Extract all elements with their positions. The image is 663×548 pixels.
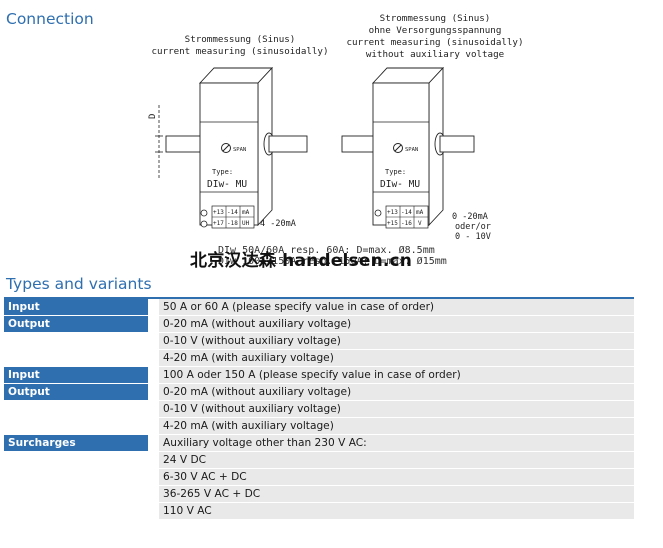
table-row: 4-20 mA (with auxiliary voltage) <box>4 349 634 367</box>
right-term-r1c2: -14 <box>401 209 412 216</box>
row-gap <box>148 332 159 350</box>
left-output-label: 4 -20mA <box>260 219 296 229</box>
row-value: 36-265 V AC + DC <box>159 485 634 503</box>
row-gap <box>148 451 159 469</box>
right-device-drawing: SPAN Type: DIw- MU +13 -14 mA +15 -16 V … <box>341 66 491 242</box>
dimension-label: D <box>148 114 158 119</box>
row-gap <box>148 485 159 503</box>
right-span-label: SPAN <box>405 147 418 153</box>
right-output-line1: 0 -20mA <box>452 212 488 222</box>
row-value: 100 A oder 150 A (please specify value i… <box>159 366 634 384</box>
row-value: 0-20 mA (without auxiliary voltage) <box>159 383 634 401</box>
right-caption-line1: Strommessung (Sinus) <box>379 13 491 24</box>
row-gap <box>148 383 159 401</box>
row-gap <box>148 434 159 452</box>
right-type-label: Type: <box>385 168 406 176</box>
table-row: 36-265 V AC + DC <box>4 485 634 503</box>
row-value: 0-10 V (without auxiliary voltage) <box>159 332 634 350</box>
right-caption-line2: ohne Versorgungsspannung <box>368 25 502 36</box>
left-term-r2c3: UH <box>242 220 250 227</box>
left-term-r1c2: -14 <box>227 209 238 216</box>
left-model-label: DIw- MU <box>207 179 247 190</box>
row-label: Surcharges <box>4 434 148 452</box>
row-label: Input <box>4 366 148 384</box>
row-label <box>4 349 148 367</box>
connection-title: Connection <box>6 10 94 28</box>
row-gap <box>148 315 159 333</box>
row-value: Auxiliary voltage other than 230 V AC: <box>159 434 634 452</box>
row-label <box>4 417 148 435</box>
left-term-r1c1: +13 <box>213 209 224 216</box>
row-label <box>4 400 148 418</box>
right-output-line2: oder/or <box>455 222 491 232</box>
table-row: Output 0-20 mA (without auxiliary voltage… <box>4 315 634 333</box>
left-caption-line2: current measuring (sinusoidally) <box>151 46 329 57</box>
right-term-r2c2: -16 <box>401 220 412 227</box>
watermark: 北京汉达森 handelsen.cn <box>190 251 413 271</box>
left-span-label: SPAN <box>233 147 246 153</box>
row-value: 6-30 V AC + DC <box>159 468 634 486</box>
row-label: Input <box>4 297 148 316</box>
table-row: Output 0-20 mA (without auxiliary voltage… <box>4 383 634 401</box>
row-label <box>4 485 148 503</box>
table-row: Surcharges Auxiliary voltage other than 2… <box>4 434 634 452</box>
row-label <box>4 332 148 350</box>
row-gap <box>148 468 159 486</box>
left-caption-line1: Strommessung (Sinus) <box>184 34 296 45</box>
right-term-r2c1: +15 <box>387 220 398 227</box>
table-row: Input 50 A or 60 A (please specify value … <box>4 297 634 316</box>
row-label: Output <box>4 315 148 333</box>
left-type-label: Type: <box>212 168 233 176</box>
table-row: 110 V AC <box>4 502 634 520</box>
left-term-r2c2: -18 <box>227 220 238 227</box>
table-row: 0-10 V (without auxiliary voltage) <box>4 332 634 350</box>
row-value: 4-20 mA (with auxiliary voltage) <box>159 349 634 367</box>
right-term-r1c1: +13 <box>387 209 398 216</box>
row-label <box>4 451 148 469</box>
types-table: Input 50 A or 60 A (please specify value … <box>4 297 634 520</box>
row-value: 110 V AC <box>159 502 634 520</box>
row-value: 24 V DC <box>159 451 634 469</box>
row-label: Output <box>4 383 148 401</box>
footnote-line1: DIw 50A/60A resp. 60A: D=max. Ø8.5mm <box>218 245 435 256</box>
table-row: 4-20 mA (with auxiliary voltage) <box>4 417 634 435</box>
row-value: 0-20 mA (without auxiliary voltage) <box>159 315 634 333</box>
right-term-r2c3: V <box>418 220 422 227</box>
row-gap <box>148 297 159 316</box>
row-gap <box>148 366 159 384</box>
row-value: 4-20 mA (with auxiliary voltage) <box>159 417 634 435</box>
footnote-line2: DIw 100A/150A resp. 150A: D=max. Ø15mm <box>218 256 447 267</box>
right-output-line3: 0 - 10V <box>455 232 491 242</box>
row-label <box>4 502 148 520</box>
row-gap <box>148 417 159 435</box>
row-value: 0-10 V (without auxiliary voltage) <box>159 400 634 418</box>
right-caption-line4: without auxiliary voltage <box>365 49 505 60</box>
right-model-label: DIw- MU <box>380 179 420 190</box>
row-gap <box>148 400 159 418</box>
table-row: Input 100 A oder 150 A (please specify va… <box>4 366 634 384</box>
right-connection-diagram: Strommessung (Sinus) ohne Versorgungsspa… <box>340 10 530 250</box>
row-gap <box>148 349 159 367</box>
table-row: 24 V DC <box>4 451 634 469</box>
left-connection-diagram: Strommessung (Sinus) current measuring (… <box>140 10 340 250</box>
row-value: 50 A or 60 A (please specify value in ca… <box>159 297 634 316</box>
row-gap <box>148 502 159 520</box>
row-label <box>4 468 148 486</box>
left-term-r1c3: mA <box>242 209 250 216</box>
types-title: Types and variants <box>6 275 152 293</box>
left-device-drawing: D SPAN Type: DIw- MU +13 -14 mA +17 -18 … <box>148 66 308 229</box>
table-row: 0-10 V (without auxiliary voltage) <box>4 400 634 418</box>
right-term-r1c3: mA <box>416 209 424 216</box>
left-term-r2c1: +17 <box>213 220 224 227</box>
table-row: 6-30 V AC + DC <box>4 468 634 486</box>
right-caption-line3: current measuring (sinusoidally) <box>346 37 524 48</box>
